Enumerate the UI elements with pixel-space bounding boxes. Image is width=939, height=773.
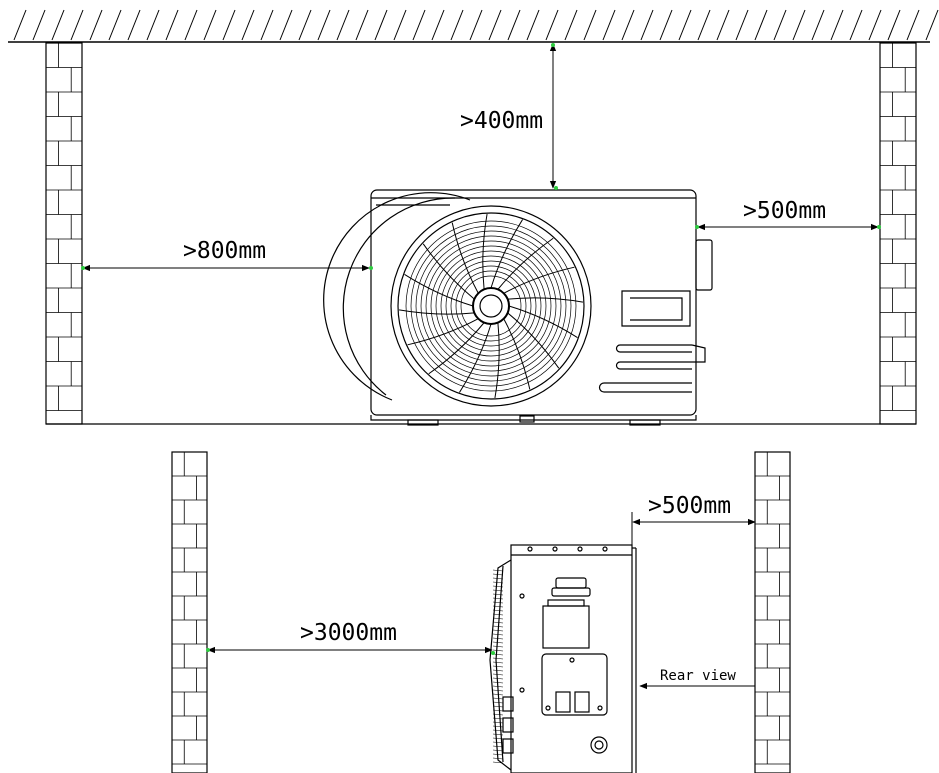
right-wall-bottom <box>754 451 791 773</box>
clearance-left-label: >800mm <box>183 238 266 264</box>
dimension-front <box>206 646 495 655</box>
heat-pump-side-view <box>489 544 637 773</box>
left-wall-bottom <box>171 451 208 773</box>
dimension-right <box>695 223 881 231</box>
right-wall-top <box>879 42 917 425</box>
clearance-front-label: >3000mm <box>300 620 397 646</box>
clearance-right-label: >500mm <box>743 198 826 224</box>
heat-pump-front-view <box>323 189 713 426</box>
dimension-top <box>549 43 558 190</box>
dimension-left <box>81 264 373 272</box>
clearance-rear-label: >500mm <box>648 493 731 519</box>
ceiling <box>8 9 939 43</box>
clearance-top-label: >400mm <box>460 108 543 134</box>
left-wall-top <box>45 42 83 425</box>
rear-view-label: Rear view <box>660 668 736 684</box>
dimension-rear <box>631 512 756 545</box>
